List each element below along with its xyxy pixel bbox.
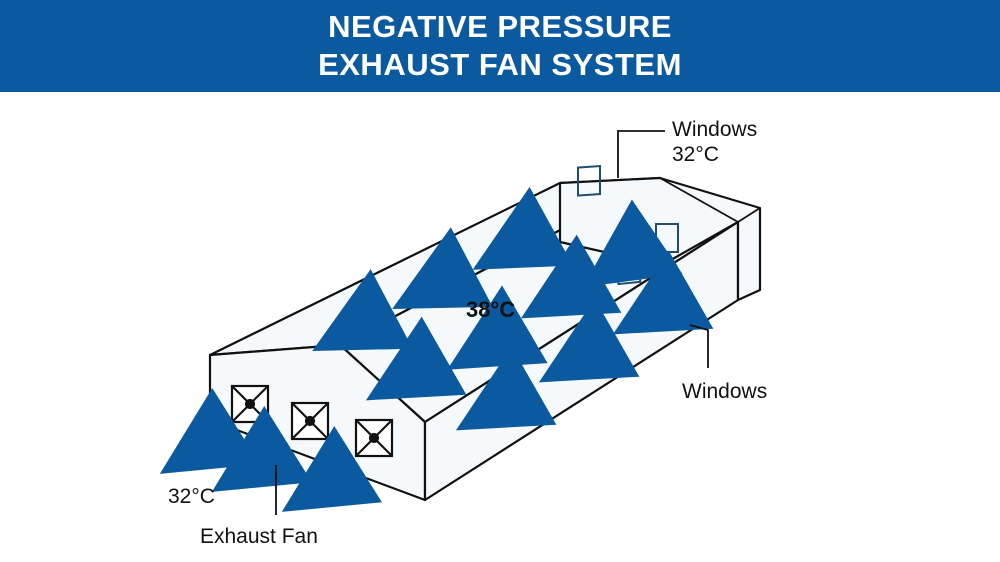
exhaust-fan-label: Exhaust Fan (200, 525, 318, 548)
airflow-arrow-icon (211, 405, 313, 492)
temp-label-center: 38°C (466, 297, 516, 322)
airflow-arrow-icon (365, 316, 467, 401)
airflow-arrow-icon (612, 250, 714, 335)
window-icon (577, 164, 601, 197)
exhaust-fan-icon (290, 401, 330, 441)
airflow-arrows (159, 186, 714, 512)
temp-label-top: 32°C (672, 143, 719, 166)
exhaust-fan-icon (354, 418, 394, 458)
airflow-arrow-icon (538, 298, 640, 383)
airflow-arrow-icon (455, 346, 557, 431)
title-banner: NEGATIVE PRESSURE EXHAUST FAN SYSTEM (0, 0, 1000, 92)
windows-label-top: Windows (672, 118, 758, 141)
exhaust-fan-icon (230, 384, 270, 424)
airflow-arrow-icon (392, 227, 493, 309)
airflow-arrow-icon (159, 387, 261, 474)
temp-label-outlet: 32°C (168, 485, 215, 508)
title-line-1: NEGATIVE PRESSURE (328, 9, 672, 44)
airflow-arrow-icon (281, 425, 383, 512)
airflow-arrow-icon (520, 234, 622, 319)
airflow-arrow-icon (447, 285, 548, 370)
title-line-2: EXHAUST FAN SYSTEM (318, 47, 682, 82)
windows-label-side: Windows (682, 380, 768, 403)
leader-lines (275, 130, 709, 515)
